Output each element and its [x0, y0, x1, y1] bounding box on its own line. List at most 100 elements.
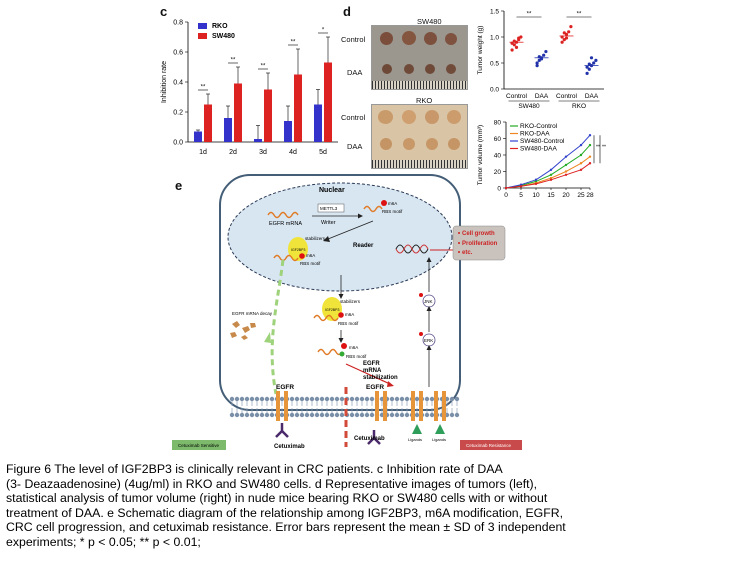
igf2bp3-blob-cytoplasm: [322, 297, 342, 321]
v-significance: **: [596, 144, 600, 150]
v-x-tick-label: 0: [504, 192, 508, 199]
c-bar: [234, 83, 242, 142]
v-point: [579, 153, 583, 157]
c-significance: **: [201, 85, 206, 91]
panel-c-letter: c: [160, 4, 168, 19]
lower-rbs-dot: [339, 351, 345, 357]
v-x-tick-label: 20: [562, 192, 570, 199]
w-group-label: SW480: [518, 103, 540, 110]
panel-e-letter: e: [175, 178, 183, 193]
v-y-tick-label: 80: [494, 120, 502, 127]
egfr-schematic-diagram: Nuclear EGFR mRNA METTL3 Writer m6A RBS …: [172, 174, 522, 450]
w-y-tick-label: 1.0: [490, 35, 499, 42]
erk-label: ERK: [424, 338, 433, 343]
w-significance: **: [527, 12, 532, 18]
photo-sw480-daa-label: DAA: [347, 68, 363, 77]
v-point: [588, 155, 592, 158]
writer-arrow-head: [358, 213, 363, 219]
photo-sw480-title: SW480: [417, 17, 442, 26]
c-significance: *: [322, 28, 325, 34]
c-bar: [264, 89, 272, 142]
w-y-axis-label: Tumor weight (g): [477, 26, 484, 75]
jnk-label: JNK: [424, 299, 433, 304]
m6a-label: m6A: [388, 201, 397, 206]
c-bar: [324, 62, 332, 142]
cyto-rbs-label: RBS motif: [338, 321, 359, 326]
w-x-tick-label: Control: [506, 93, 528, 100]
cetuximab-antibody-right: [367, 430, 381, 445]
v-legend-label: RKO-Control: [520, 123, 558, 130]
mettl3-label: METTL3: [320, 206, 338, 211]
photo-rko-control-label: Control: [341, 113, 366, 122]
v-x-tick-label: 10: [532, 192, 540, 199]
panel-d-letter: d: [343, 4, 351, 19]
c-bar: [204, 104, 212, 142]
egfr-receptor-right: [375, 391, 387, 421]
w-y-tick-label: 0.0: [490, 87, 499, 94]
mrna-decay-label: EGFR mRNA decay: [232, 311, 273, 316]
c-bar: [194, 131, 202, 142]
resistance-label: Cetuximab Resistance: [466, 443, 512, 448]
m6a-dot: [381, 200, 387, 206]
w-point: [514, 45, 519, 50]
caption-line-1: Figure 6 The level of IGF2BP3 is clinica…: [6, 462, 503, 476]
caption-line-2: (3- Deazaadenosine) (4ug/ml) in RKO and …: [6, 476, 538, 491]
v-x-tick-label: 15: [547, 192, 555, 199]
w-point: [560, 40, 564, 44]
ligand-1-label: Ligands: [408, 437, 422, 442]
v-point: [588, 134, 592, 137]
c-y-tick-label: 0.0: [173, 140, 183, 147]
v-point: [579, 143, 583, 147]
v-x-tick-label: 28: [586, 192, 594, 199]
reader-m6a-label: m6A: [306, 253, 315, 258]
v-point: [519, 185, 523, 188]
decay-dashed-path: [270, 259, 285, 395]
lower-m6a-dot: [341, 343, 347, 349]
outcome-proliferation: Proliferation: [462, 241, 498, 247]
w-point: [589, 56, 594, 60]
mettl3-box: [317, 203, 345, 213]
caption-line-5: CRC cell progression, and cetuximab resi…: [6, 520, 566, 535]
photo-sw480-control-label: Control: [341, 35, 366, 44]
c-bar: [224, 118, 232, 142]
v-point: [549, 178, 553, 181]
v-point: [534, 182, 538, 186]
cetuximab-right-label: Cetuximab: [354, 436, 385, 442]
v-x-tick-label: 25: [577, 192, 585, 199]
nucleus: [227, 182, 453, 292]
lower-rbs-label: RBS motif: [346, 354, 367, 359]
c-significance: **: [291, 40, 296, 46]
w-point: [587, 62, 591, 66]
jnk-phospho-dot: [419, 293, 423, 297]
c-legend-swatch: [198, 33, 207, 39]
sensitive-label: Cetuximab Sensitive: [178, 443, 220, 448]
cyto-m6a-label: m6A: [345, 312, 354, 317]
egfr-stab-label-1: EGFR: [363, 361, 380, 367]
v-point: [564, 173, 568, 176]
v-point: [549, 168, 553, 172]
resistance-label-box: [460, 440, 522, 450]
w-x-tick-label: DAA: [585, 93, 599, 100]
w-point: [510, 48, 514, 52]
c-bar: [294, 74, 302, 142]
c-y-tick-label: 0.6: [173, 50, 183, 57]
caption-line-6: experiments; * p < 0.05; ** p < 0.01;: [6, 534, 201, 549]
v-point: [564, 163, 568, 167]
reader-mrna-wave: [273, 254, 299, 262]
sensitive-label-box: [172, 440, 226, 450]
w-x-tick-label: Control: [556, 93, 578, 100]
v-legend-label: SW480-Control: [520, 138, 565, 145]
export-arrow-head: [338, 294, 344, 299]
cyto-m6a-dot: [338, 312, 344, 318]
c-bar: [254, 139, 262, 142]
v-point: [534, 180, 538, 183]
v-y-tick-label: 60: [494, 136, 502, 143]
reader-label: Reader: [353, 243, 374, 249]
c-x-tick-label: 4d: [289, 149, 297, 156]
w-point: [535, 61, 539, 65]
v-y-axis-label: Tumor volume (mm³): [477, 125, 484, 185]
v-point: [588, 143, 592, 147]
v-significance: **: [602, 144, 606, 150]
v-point: [549, 173, 553, 176]
